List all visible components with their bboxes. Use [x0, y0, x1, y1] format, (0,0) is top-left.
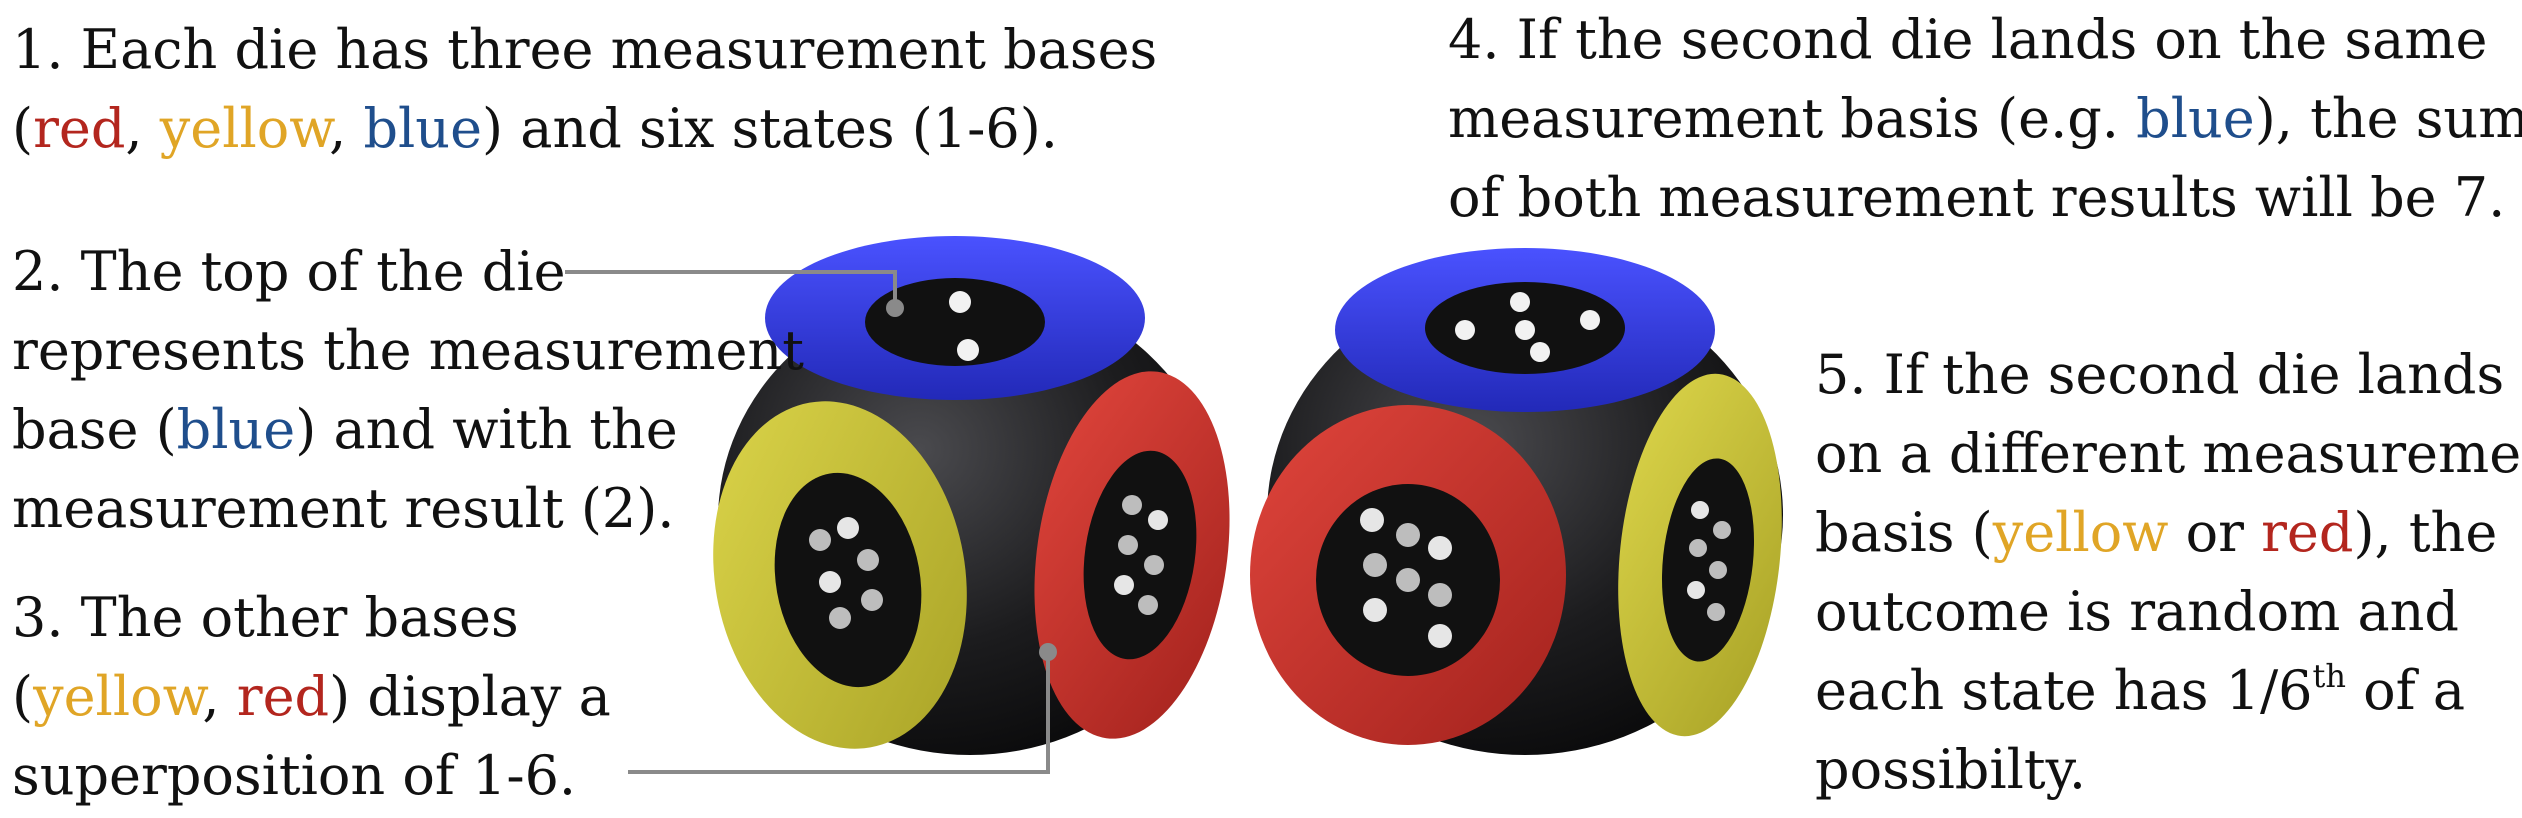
caption-5: 5. If the second die lands on a differen…: [1815, 335, 2522, 809]
caption-4-line-2: measurement basis (e.g. blue), the sum: [1448, 87, 2522, 150]
caption-4: 4. If the second die lands on the same m…: [1448, 0, 2522, 237]
caption-2-line-4: measurement result (2).: [12, 477, 675, 540]
die-2-top-pips: [1455, 292, 1600, 362]
word-yellow: yellow: [33, 665, 203, 728]
word-red: red: [33, 97, 126, 160]
caption-5-line-3: basis (yellow or red), the: [1815, 501, 2498, 564]
caption-4-line-1: 4. If the second die lands on the same: [1448, 8, 2488, 71]
caption-5-line-2: on a different measurement: [1815, 422, 2522, 485]
die-2-red-pips: [1360, 508, 1452, 648]
caption-1-line-2: (red, yellow, blue) and six states (1-6)…: [12, 97, 1058, 160]
caption-2-line-3: base (blue) and with the: [12, 398, 678, 461]
callout-dot-side: [1039, 643, 1057, 661]
word-red: red: [2261, 501, 2354, 564]
callout-line-side: [628, 652, 1050, 774]
caption-5-line-1: 5. If the second die lands: [1815, 343, 2505, 406]
die-1: [713, 236, 1230, 755]
caption-3-line-3: superposition of 1-6.: [12, 744, 577, 807]
caption-1: 1. Each die has three measurement bases …: [12, 10, 1157, 168]
word-yellow: yellow: [1992, 501, 2169, 564]
caption-5-line-5: each state has 1/6th of a: [1815, 657, 2466, 722]
caption-3-line-1: 3. The other bases: [12, 586, 519, 649]
caption-2-line-1: 2. The top of the die: [12, 240, 566, 303]
callout-dot-top: [886, 299, 904, 317]
caption-2-line-2: represents the measurement: [12, 319, 804, 382]
caption-5-line-4: outcome is random and: [1815, 580, 2459, 643]
caption-3-line-2: (yellow, red) display a: [12, 665, 611, 728]
word-blue: blue: [363, 97, 483, 160]
die-1-top-pips: [949, 291, 979, 361]
die-2-yellow-pips: [1687, 501, 1731, 621]
caption-2: 2. The top of the die represents the mea…: [12, 232, 804, 548]
die-1-red-pips: [1114, 495, 1168, 615]
die-2: [1250, 248, 1783, 755]
caption-1-line-1: 1. Each die has three measurement bases: [12, 18, 1158, 81]
word-red: red: [236, 665, 330, 728]
caption-5-line-6: possibilty.: [1815, 738, 2087, 801]
word-blue: blue: [176, 398, 296, 461]
word-yellow: yellow: [159, 97, 330, 160]
die-1-yellow-pips: [809, 517, 883, 629]
word-blue: blue: [2136, 87, 2255, 150]
caption-3: 3. The other bases (yellow, red) display…: [12, 578, 611, 815]
caption-4-line-3: of both measurement results will be 7.: [1448, 166, 2506, 229]
callout-line-top: [565, 270, 897, 305]
superscript-th: th: [2312, 657, 2346, 695]
